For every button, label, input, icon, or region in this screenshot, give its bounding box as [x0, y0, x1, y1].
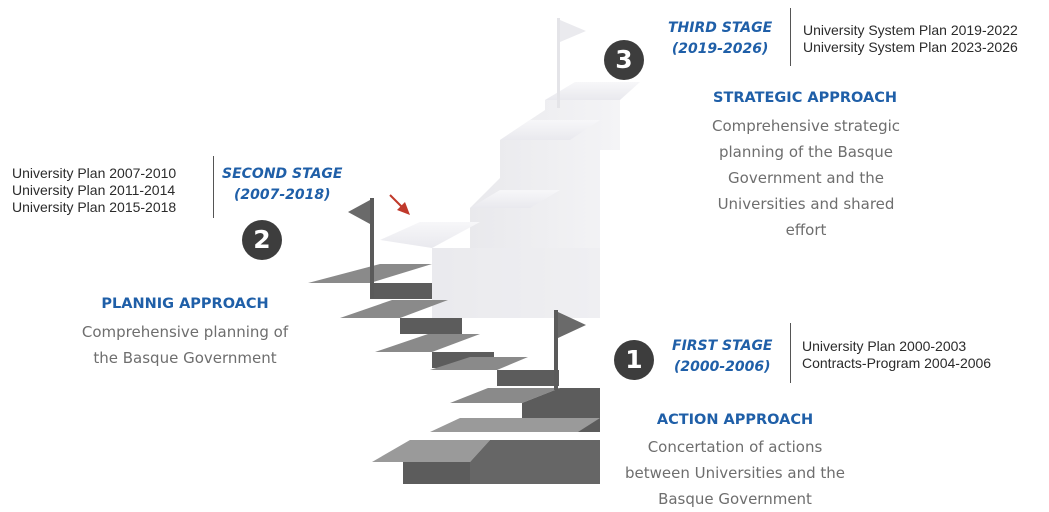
stage-2-approach: PLANNIG APPROACH: [101, 296, 269, 312]
stage-1-name: FIRST STAGE: [672, 338, 773, 354]
stage-2-heading: SECOND STAGE (2007-2018): [222, 164, 342, 206]
stage-1-approach: ACTION APPROACH: [656, 412, 814, 428]
plan-item: Contracts-Program 2004-2006: [802, 355, 992, 371]
stage-3-period: (2019-2026): [671, 41, 769, 57]
plan-item: University System Plan 2019-2022: [803, 22, 1018, 38]
stage-2-badge: 2: [242, 220, 282, 260]
flag-icon: [554, 310, 586, 390]
stage-1-description: Concertation of actions between Universi…: [624, 438, 845, 508]
stage-3-name: THIRD STAGE: [668, 20, 773, 36]
dark-staircase: [308, 264, 600, 484]
stage-3-divider: [790, 8, 791, 66]
stage-3-approach: STRATEGIC APPROACH: [713, 90, 897, 106]
stage-2-divider: [213, 156, 214, 218]
stage-1-heading: FIRST STAGE (2000-2006): [672, 336, 773, 378]
plan-item: University Plan 2011-2014: [12, 182, 176, 198]
stage-1-plans: University Plan 2000-2003 Contracts-Prog…: [802, 338, 991, 372]
stage-2-description: Comprehensive planning of the Basque Gov…: [81, 323, 289, 367]
flag-icon: [557, 18, 586, 108]
flag-icon: [348, 198, 374, 298]
plan-item: University Plan 2015-2018: [12, 199, 177, 215]
plan-item: University Plan 2000-2003: [802, 338, 967, 354]
plan-item: University Plan 2007-2010: [12, 165, 177, 181]
stage-1-badge: 1: [614, 340, 654, 380]
arrow-icon: [389, 194, 410, 215]
stage-2-name: SECOND STAGE: [222, 166, 343, 182]
plan-item: University System Plan 2023-2026: [803, 39, 1018, 55]
light-staircase: [380, 82, 640, 318]
stage-1-divider: [790, 323, 791, 383]
stage-3-description: Comprehensive strategic planning of the …: [711, 117, 901, 239]
stage-2-plans: University Plan 2007-2010 University Pla…: [12, 165, 176, 216]
stage-1-period: (2000-2006): [673, 359, 771, 375]
stage-3-heading: THIRD STAGE (2019-2026): [668, 18, 772, 60]
stage-3-plans: University System Plan 2019-2022 Univers…: [803, 22, 1018, 56]
stage-3-badge: 3: [604, 40, 644, 80]
stage-2-period: (2007-2018): [233, 187, 331, 203]
